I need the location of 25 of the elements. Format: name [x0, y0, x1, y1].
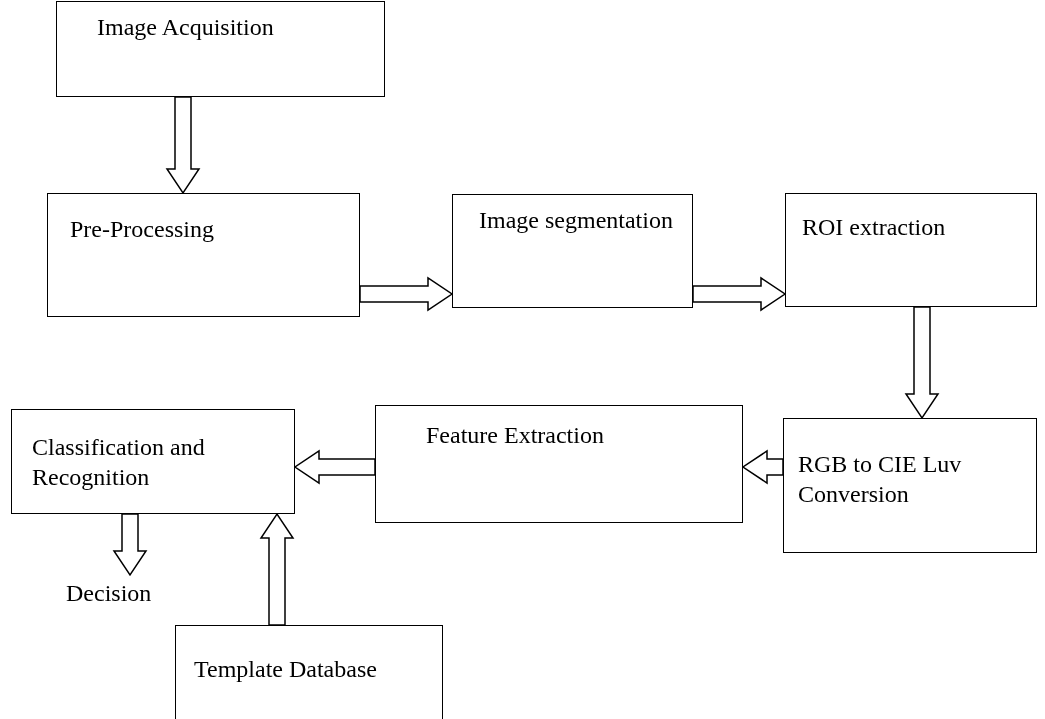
- box-label: Classification and Recognition: [32, 433, 206, 492]
- block-arrow: [112, 513, 148, 577]
- box-label: Image segmentation: [479, 206, 674, 235]
- process-box: [785, 193, 1037, 307]
- process-box: [47, 193, 360, 317]
- box-label: Template Database: [194, 655, 378, 684]
- process-box: [375, 405, 743, 523]
- block-arrow: [904, 306, 940, 420]
- process-box: [11, 409, 295, 514]
- process-box: [175, 625, 443, 719]
- process-box: [56, 1, 385, 97]
- box-label: Feature Extraction: [426, 421, 605, 450]
- block-arrow: [259, 512, 295, 626]
- output-label: Decision: [66, 579, 153, 608]
- process-box: [452, 194, 693, 308]
- box-label: RGB to CIE Luv Conversion: [798, 450, 963, 509]
- block-arrow: [741, 449, 784, 485]
- box-label: ROI extraction: [802, 213, 947, 242]
- process-box: [783, 418, 1037, 553]
- block-arrow: [165, 96, 201, 195]
- box-label: Image Acquisition: [97, 13, 275, 42]
- block-arrow: [359, 276, 454, 312]
- block-arrow: [692, 276, 787, 312]
- block-arrow: [293, 449, 376, 485]
- box-label: Pre-Processing: [70, 215, 215, 244]
